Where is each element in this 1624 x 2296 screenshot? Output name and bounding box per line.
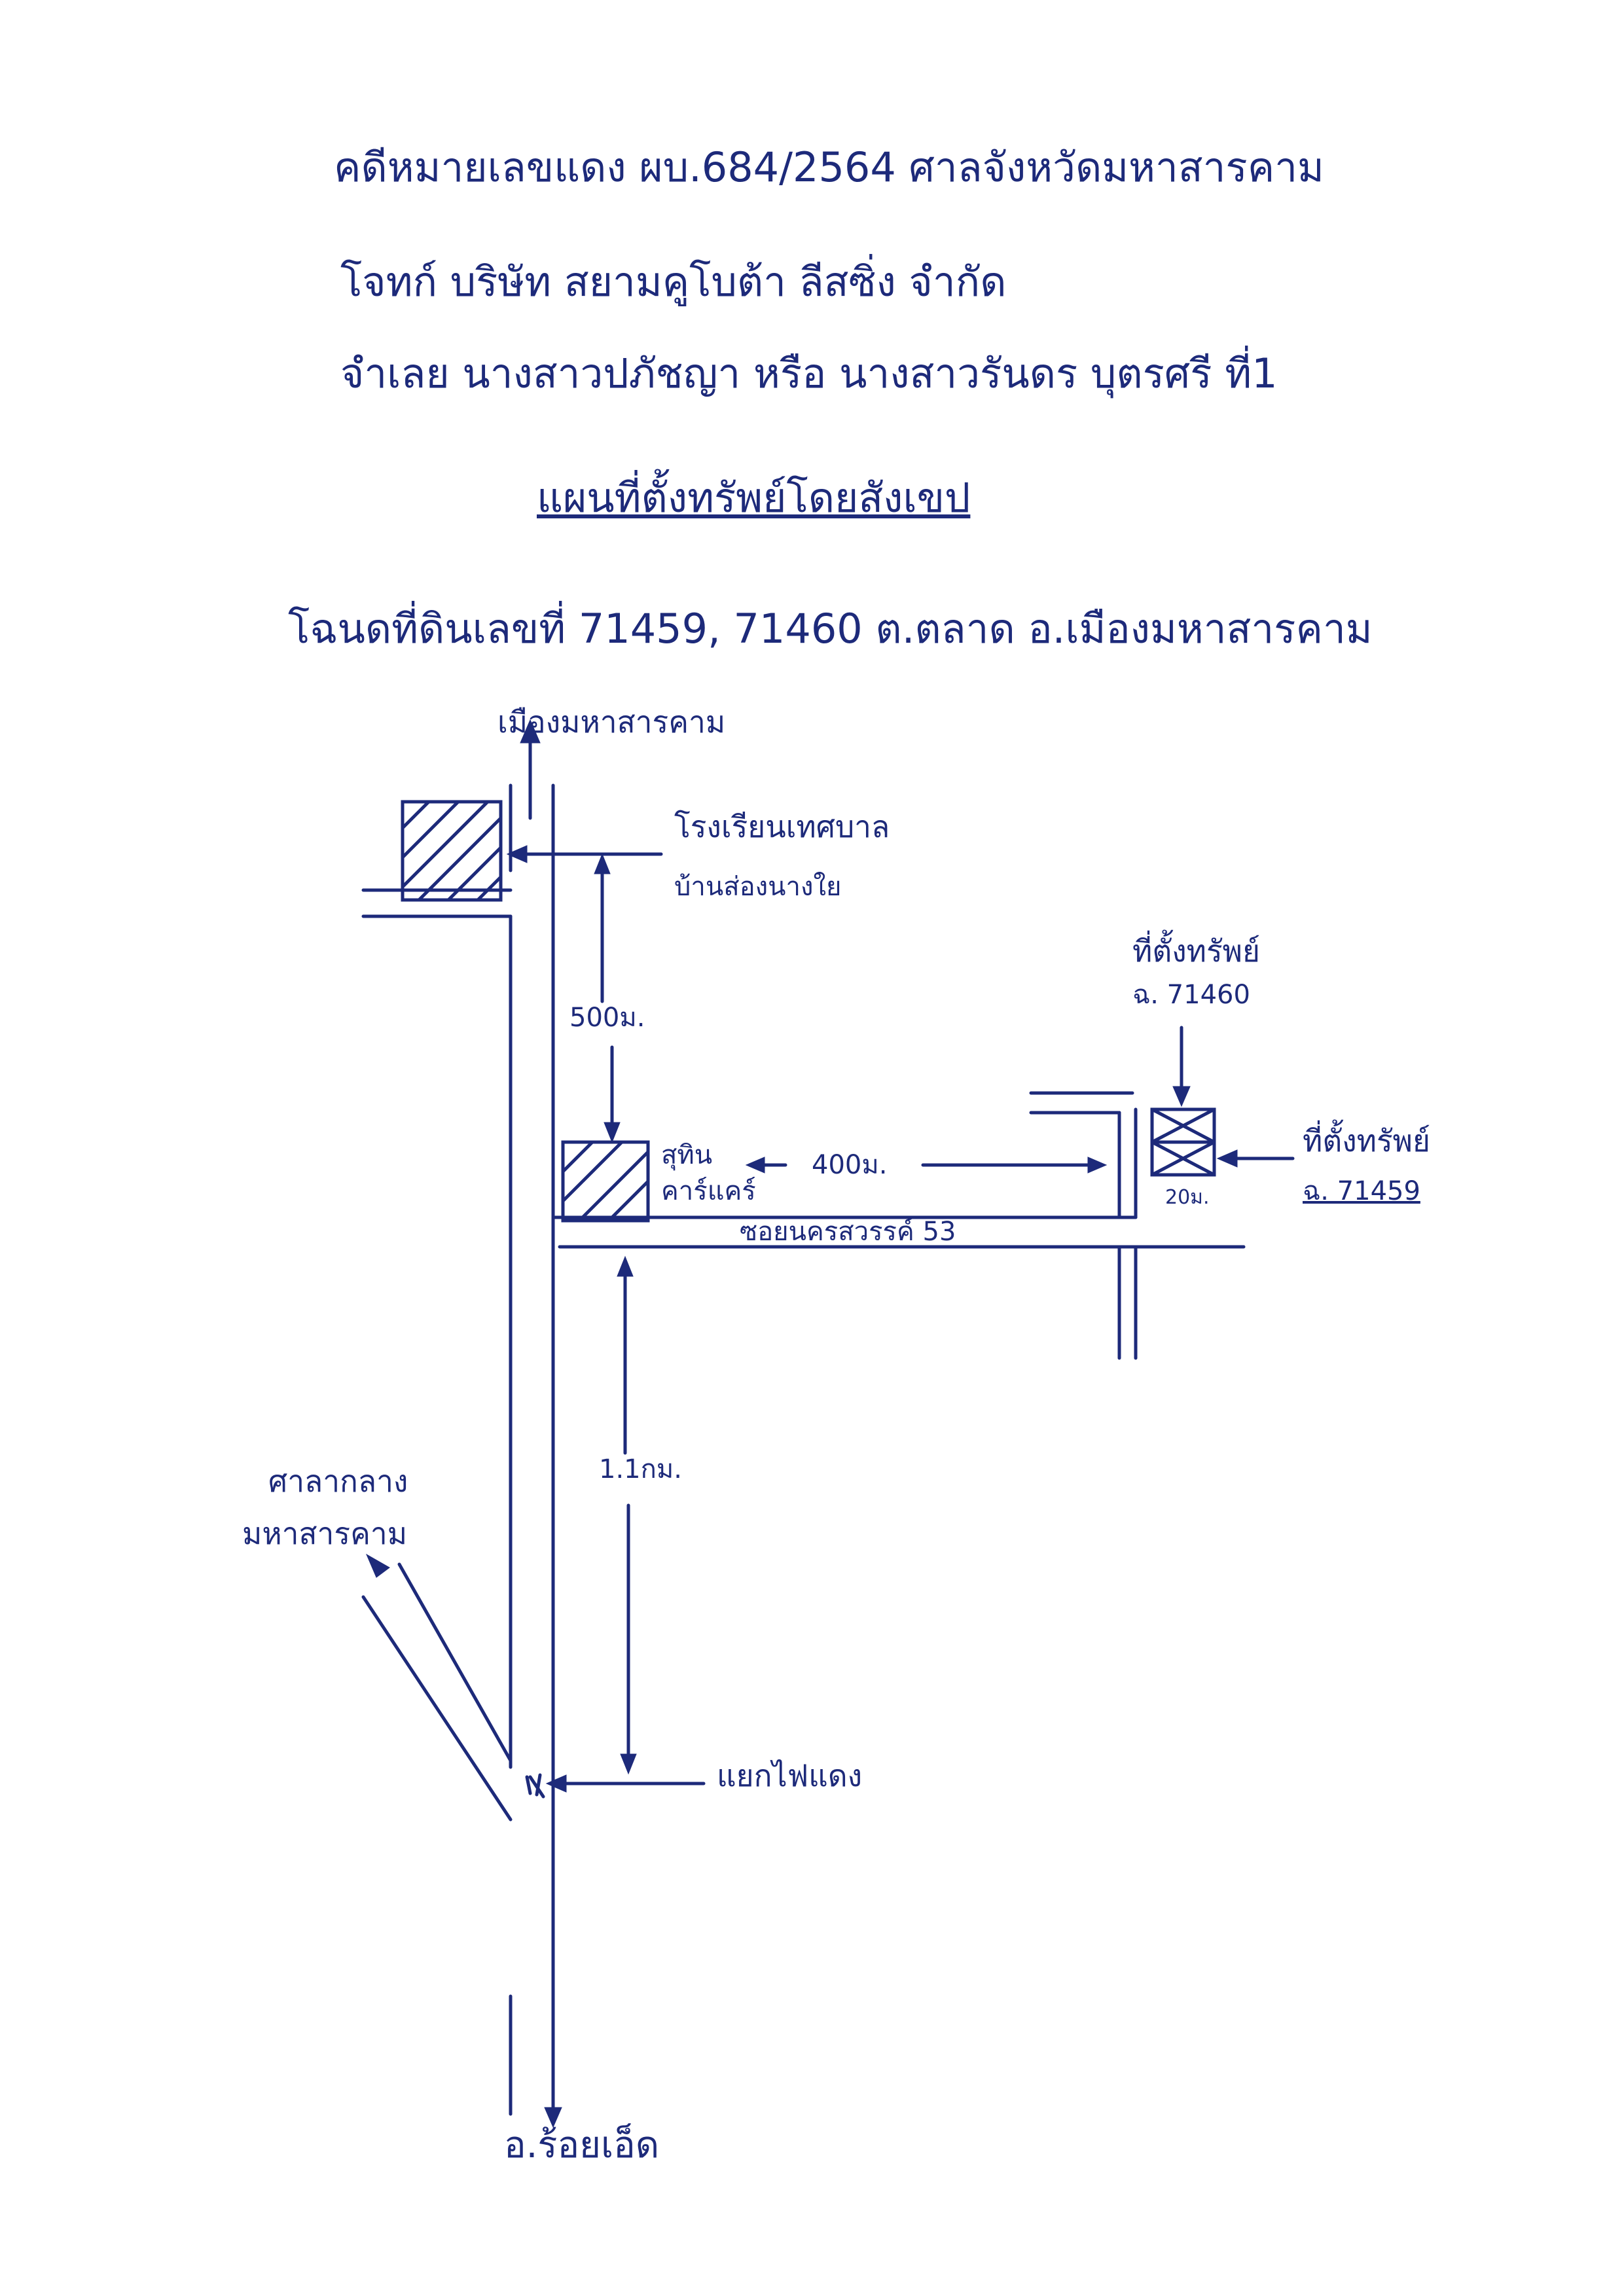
carcare-shop-building xyxy=(561,1140,650,1223)
document-title: แผนที่ตั้งทรัพย์โดยสังเขป xyxy=(537,474,971,522)
defendant-line: จำเลย นางสาวปภัชญา หรือ นางสาวรันดร บุตร… xyxy=(340,350,1278,397)
property-b-label-line1: ที่ตั้งทรัพย์ xyxy=(1303,1123,1430,1158)
hall-road-lower-edge xyxy=(361,1595,513,1821)
property-b-pointer-head xyxy=(1216,1149,1238,1168)
school-pointer-head xyxy=(506,845,528,863)
north-arrow-head xyxy=(520,719,541,744)
dist-500-arrow-down xyxy=(604,1122,621,1143)
school-building xyxy=(401,800,503,902)
hall-arrow-head xyxy=(365,1553,390,1578)
school-label-line1: โรงเรียนเทศบาล xyxy=(674,809,890,844)
property-a-label-line2: ฉ. 71460 xyxy=(1132,980,1250,1010)
shop-label-line2: คาร์แคร์ xyxy=(661,1176,756,1206)
distance-500-label: 500ม. xyxy=(569,1003,645,1033)
dist-400-arrow-right xyxy=(1087,1157,1108,1174)
distance-400-label: 400ม. xyxy=(812,1150,888,1180)
distance-11km-label: 1.1กม. xyxy=(599,1454,682,1484)
dist-500-arrow-up xyxy=(594,853,611,874)
property-x2b xyxy=(1150,1140,1216,1177)
property-b-label-line2: ฉ. 71459 xyxy=(1303,1176,1420,1206)
soi-road-label: ซอยนครสวรรค์ 53 xyxy=(740,1217,956,1247)
city-hall-label-line1: ศาลากลาง xyxy=(268,1463,408,1499)
distance-20-label: 20ม. xyxy=(1165,1186,1210,1209)
hall-road-upper-edge xyxy=(397,1562,513,1763)
land-deed-line: โฉนดที่ดินเลขที่ 71459, 71460 ต.ตลาด อ.เ… xyxy=(288,605,1373,653)
dist-11-arrow-up xyxy=(617,1255,634,1277)
traffic-light-label: แยกไฟแดง xyxy=(717,1758,863,1793)
property-a-pointer-head xyxy=(1172,1086,1191,1107)
traffic-light-mark xyxy=(525,1773,545,1799)
school-label-line2: บ้านส่องนางใย xyxy=(674,872,842,902)
north-destination-label: เมืองมหาสารคาม xyxy=(497,704,726,740)
property-a-label-line1: ที่ตั้งทรัพย์ xyxy=(1132,933,1260,969)
traffic-light-pointer-head xyxy=(545,1774,567,1793)
property-x1b xyxy=(1150,1107,1216,1144)
south-destination-label: อ.ร้อยเอ็ด xyxy=(504,2124,660,2166)
case-number-line: คดีหมายเลขแดง ผบ.684/2564 ศาลจังหวัดมหาส… xyxy=(334,143,1324,191)
city-hall-label-line2: มหาสารคาม xyxy=(242,1516,408,1551)
shop-hatch xyxy=(561,1140,650,1223)
south-arrow-head xyxy=(544,2107,562,2128)
plaintiff-line: โจทก์ บริษัท สยามคูโบต้า ลีสซิ่ง จำกัด xyxy=(340,258,1007,306)
school-hatch xyxy=(401,800,503,902)
shop-label-line1: สุทิน xyxy=(661,1140,713,1170)
dist-11-arrow-down xyxy=(620,1753,637,1775)
